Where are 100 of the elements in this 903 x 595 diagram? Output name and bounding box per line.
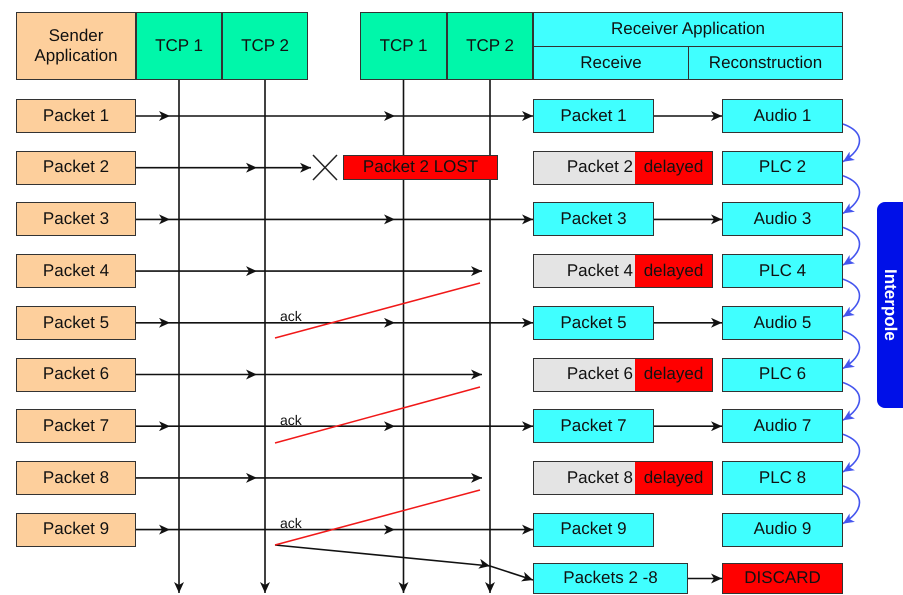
box-label: Receive (580, 52, 642, 74)
arrow (654, 318, 722, 328)
packet-box (16, 409, 136, 444)
header-cell (447, 12, 533, 80)
audio-box (722, 99, 843, 133)
box-label: DISCARD (744, 568, 821, 589)
arrow (136, 370, 482, 380)
arrow (136, 111, 533, 121)
box-label: PLC 4 (758, 260, 806, 282)
box-label: TCP 2 (466, 36, 514, 56)
header-cell (533, 12, 843, 47)
audio-box (722, 150, 843, 185)
cross-mark (311, 152, 339, 182)
box-label: Packet 1 (560, 106, 627, 126)
interpolation-arrow (842, 174, 860, 214)
audio-box (722, 409, 843, 444)
interpolation-arrow (842, 330, 860, 370)
lifeline-arrow (174, 80, 184, 593)
interpolation-arrow (842, 123, 860, 162)
packet-box (16, 306, 136, 340)
discard-box (722, 563, 843, 594)
packet-box (16, 512, 136, 547)
packet-box (533, 306, 654, 340)
box-label: Packet 7 (560, 416, 627, 436)
box-label: Reconstruction (708, 52, 822, 74)
box-label: Packet 3 (42, 209, 110, 230)
box-label: Packet 2 LOST (362, 156, 478, 178)
arrow (136, 524, 533, 534)
arrow (688, 574, 722, 584)
header-cell (360, 12, 447, 80)
box-label: Packet 9 (560, 519, 627, 540)
header-cell (136, 12, 222, 80)
box-label: TCP 1 (380, 36, 428, 56)
interpole-bar (877, 202, 903, 408)
status-label: delayed (635, 462, 712, 494)
box-label: Sender Application (33, 26, 119, 66)
lost-packet-box (343, 154, 498, 180)
box-label: Packet 5 (560, 312, 627, 333)
delayed-packet-box (533, 358, 713, 392)
status-label: delayed (635, 152, 712, 184)
arrow (654, 421, 722, 432)
lifeline-arrow (485, 80, 495, 593)
box-label: Packets 2 -8 (563, 568, 658, 589)
box-label: Audio 1 (754, 106, 812, 126)
arrow (654, 111, 722, 121)
bar-label: Interpole (880, 269, 900, 341)
interpolation-arrow (842, 382, 860, 421)
box-label: Packet 6 (534, 358, 635, 390)
header-cell (222, 12, 308, 80)
audio-box (722, 358, 843, 392)
packet-box (533, 512, 654, 547)
packet-box (533, 99, 654, 133)
box-label: Packet 4 (42, 260, 110, 282)
header-cell (688, 46, 843, 80)
audio-box (722, 254, 843, 288)
box-label: Packet 5 (42, 312, 110, 333)
box-label: Audio 5 (754, 312, 812, 333)
box-label: Packet 1 (42, 106, 110, 126)
packet-box (16, 358, 136, 392)
box-label: Receiver Application (610, 19, 766, 40)
delayed-packet-box (533, 150, 713, 185)
interpolation-arrow (842, 226, 860, 266)
packet-box (16, 99, 136, 133)
packet-box (16, 254, 136, 288)
box-label: Packet 9 (42, 519, 110, 540)
delayed-packet-box (533, 460, 713, 495)
status-label: delayed (635, 255, 712, 288)
box-label: PLC 8 (758, 468, 806, 488)
packet-box (16, 150, 136, 185)
delayed-packet-box (533, 254, 713, 288)
interpolation-arrow (842, 278, 860, 318)
box-label: TCP 1 (155, 36, 203, 56)
box-label: Audio 3 (754, 209, 812, 230)
box-label: Packet 8 (534, 462, 635, 494)
audio-box (722, 512, 843, 547)
status-label: delayed (635, 358, 712, 390)
box-label: PLC 6 (758, 364, 806, 385)
packet-box (533, 202, 654, 236)
box-label: Packet 6 (42, 364, 110, 385)
box-label: Packet 2 (42, 157, 110, 178)
interpolation-arrow (842, 485, 860, 524)
arrow (136, 421, 533, 431)
audio-box (722, 202, 843, 236)
box-label: Packet 4 (534, 255, 635, 288)
arrow (274, 544, 534, 582)
packet-box (533, 563, 688, 594)
audio-box (722, 460, 843, 495)
packet-box (16, 202, 136, 236)
box-label: Packet 7 (42, 416, 110, 436)
arrow (136, 266, 482, 276)
interpolation-arrow (842, 433, 860, 473)
arrow (136, 318, 533, 328)
box-label: Audio 7 (754, 416, 812, 436)
ack-label: ack (280, 413, 302, 427)
ack-label: ack (280, 309, 302, 323)
ack-label: ack (280, 516, 302, 530)
box-label: PLC 2 (758, 157, 806, 178)
box-label: TCP 2 (241, 36, 289, 56)
lifeline-arrow (260, 80, 270, 593)
box-label: Packet 3 (560, 209, 627, 230)
